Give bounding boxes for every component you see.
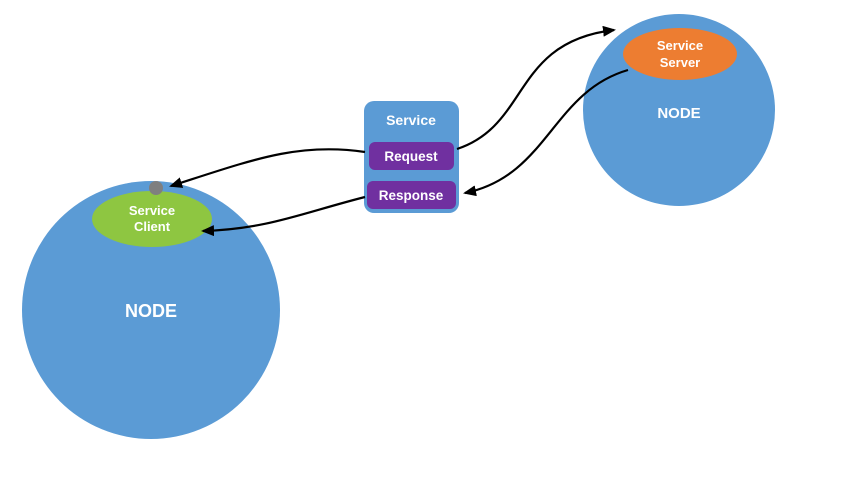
response-box: [367, 181, 456, 209]
request-label: Request: [384, 149, 438, 164]
service-client-label-line1: Service: [129, 203, 175, 218]
service-server-label-line1: Service: [657, 38, 703, 53]
service-client-ellipse: [92, 191, 212, 247]
left-node-circle: [22, 181, 280, 439]
service-server-ellipse: [623, 28, 737, 80]
service-server-label-line2: Server: [660, 55, 700, 70]
connection-dot: [149, 181, 163, 195]
arrow-request-to-client-dot: [169, 148, 366, 188]
left-node-label: NODE: [125, 301, 177, 321]
right-node-label: NODE: [657, 105, 700, 122]
arrow-response-to-client: [201, 195, 366, 237]
response-label: Response: [379, 188, 444, 203]
service-client-label-line2: Client: [134, 219, 171, 234]
service-box-title: Service: [386, 112, 436, 128]
arrow-server-to-response: [463, 68, 629, 197]
request-box: [369, 142, 454, 170]
arrow-request-to-server: [456, 25, 616, 151]
